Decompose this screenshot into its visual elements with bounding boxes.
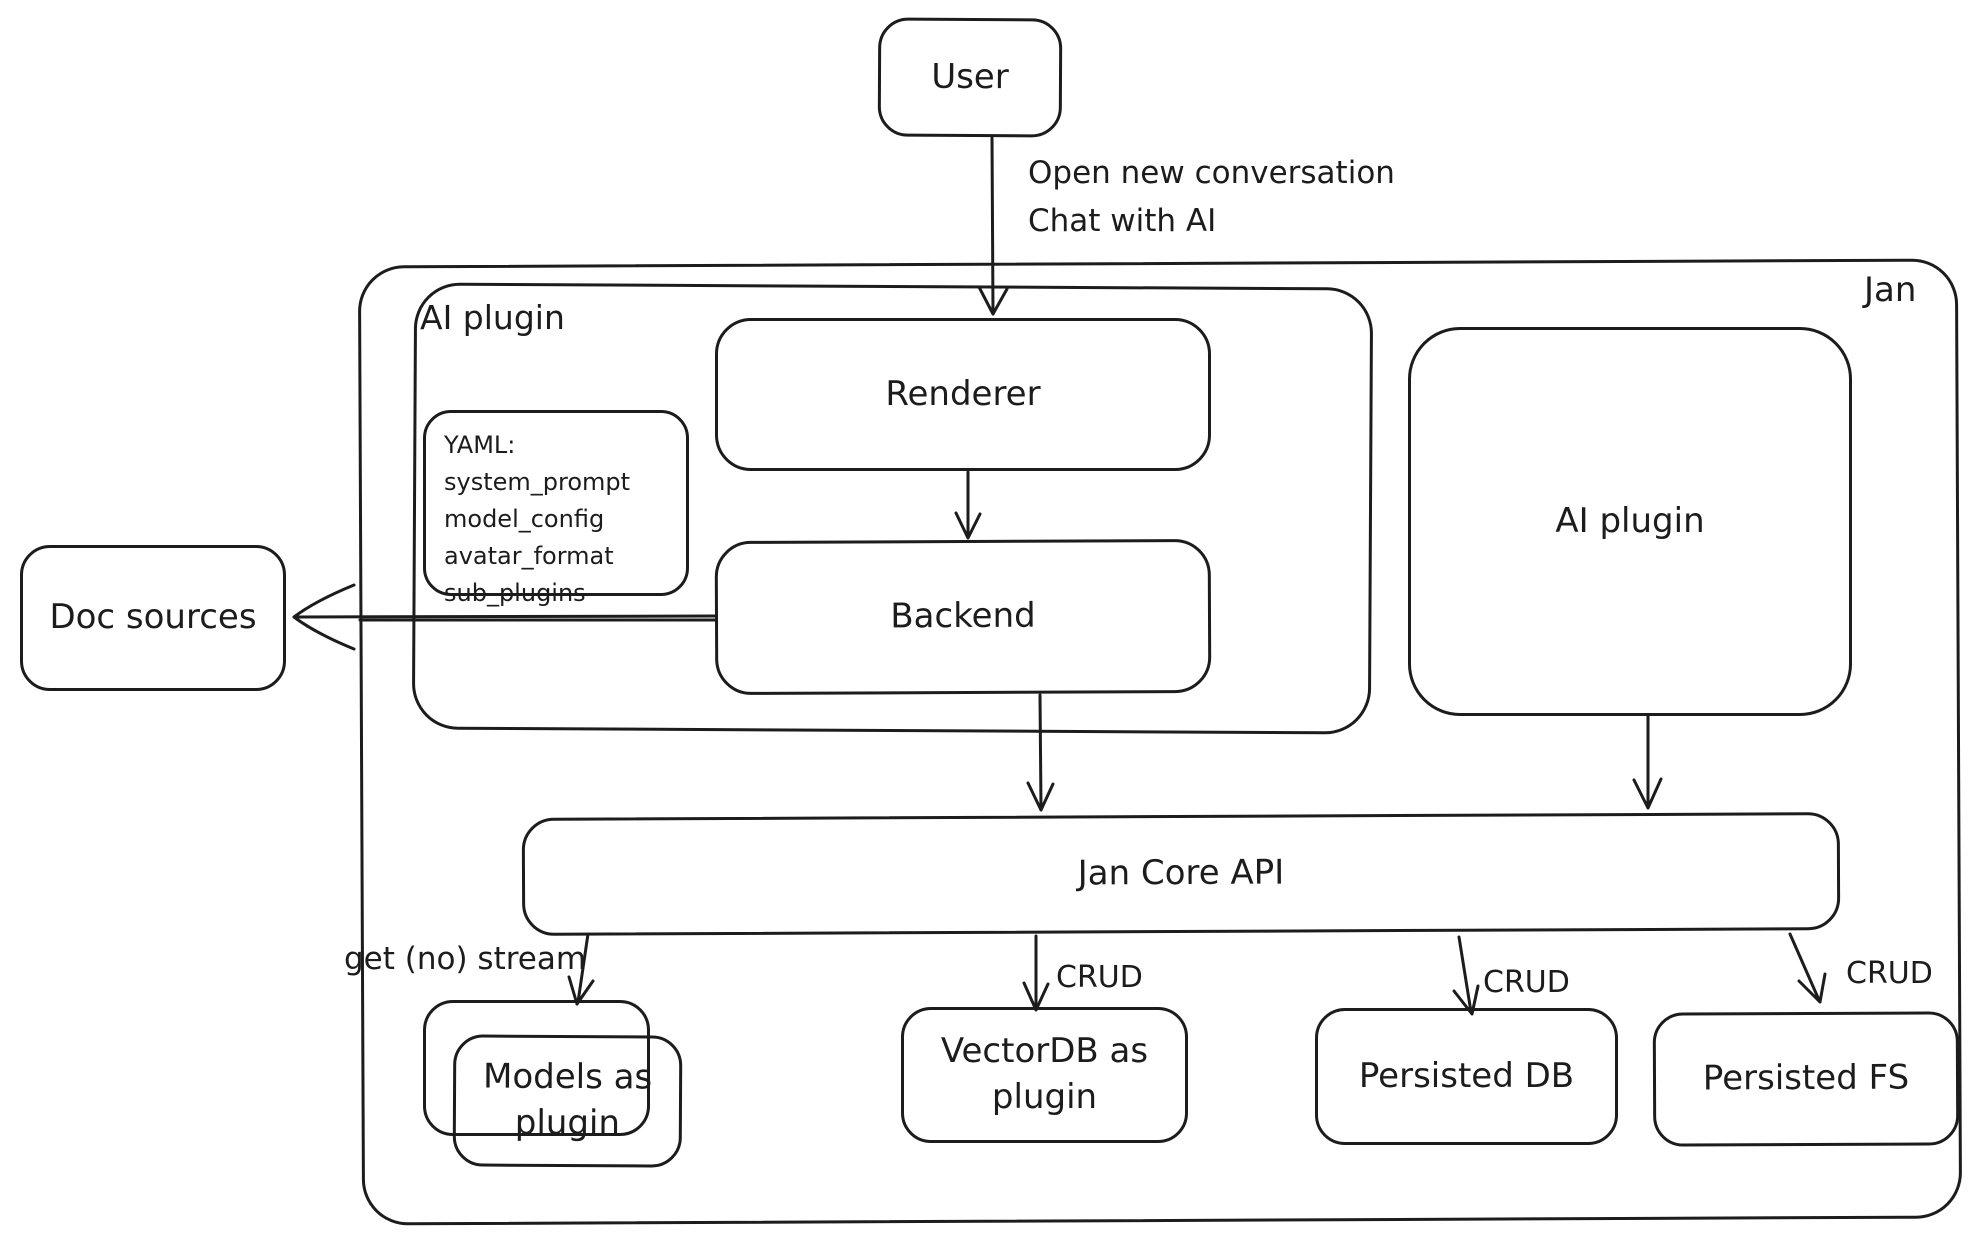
backend-node-label: Backend: [890, 595, 1036, 637]
doc-sources-node: Doc sources: [20, 545, 286, 691]
persisted-db-node-label: Persisted DB: [1358, 1055, 1575, 1096]
vectordb-plugin-node: VectorDB as plugin: [901, 1007, 1188, 1143]
edge-user-renderer-label-line2: Chat with AI: [1028, 203, 1217, 239]
models-plugin-node-label: Models as plugin: [482, 1056, 653, 1144]
crud-label-persisted-db: CRUD: [1483, 965, 1570, 1000]
yaml-note-line: system_prompt: [444, 468, 631, 496]
models-plugin-node: Models as plugin: [452, 1034, 683, 1168]
user-node: User: [877, 17, 1063, 138]
yaml-note-line: avatar_format: [444, 542, 614, 570]
yaml-note: YAML: system_prompt model_config avatar_…: [423, 410, 689, 607]
jan-core-api-node: Jan Core API: [521, 812, 1841, 936]
vectordb-plugin-node-label: VectorDB as plugin: [940, 1031, 1149, 1117]
crud-label-vectordb: CRUD: [1056, 960, 1143, 995]
edge-user-renderer-label-line1: Open new conversation: [1028, 155, 1395, 191]
yaml-note-line: model_config: [444, 505, 605, 533]
yaml-note-line: sub_plugins: [444, 579, 586, 607]
get-no-stream-label: get (no) stream: [344, 941, 587, 977]
ai-plugin-node-label: AI plugin: [1555, 500, 1705, 541]
crud-label-persisted-fs: CRUD: [1846, 956, 1933, 991]
jan-container-label: Jan: [1864, 270, 1917, 310]
persisted-fs-node: Persisted FS: [1652, 1011, 1960, 1147]
doc-sources-node-label: Doc sources: [49, 597, 257, 638]
ai-plugin-container-label: AI plugin: [420, 298, 565, 337]
models-plugin-node-shadow: [423, 1000, 650, 1136]
renderer-node: Renderer: [715, 318, 1211, 471]
persisted-fs-node-label: Persisted FS: [1702, 1057, 1910, 1099]
jan-core-api-node-label: Jan Core API: [1077, 852, 1285, 894]
user-node-label: User: [931, 56, 1009, 97]
yaml-note-line: YAML:: [444, 431, 516, 459]
renderer-node-label: Renderer: [885, 373, 1041, 414]
ai-plugin-node: AI plugin: [1408, 327, 1852, 716]
backend-node: Backend: [714, 538, 1212, 696]
persisted-db-node: Persisted DB: [1315, 1008, 1618, 1145]
